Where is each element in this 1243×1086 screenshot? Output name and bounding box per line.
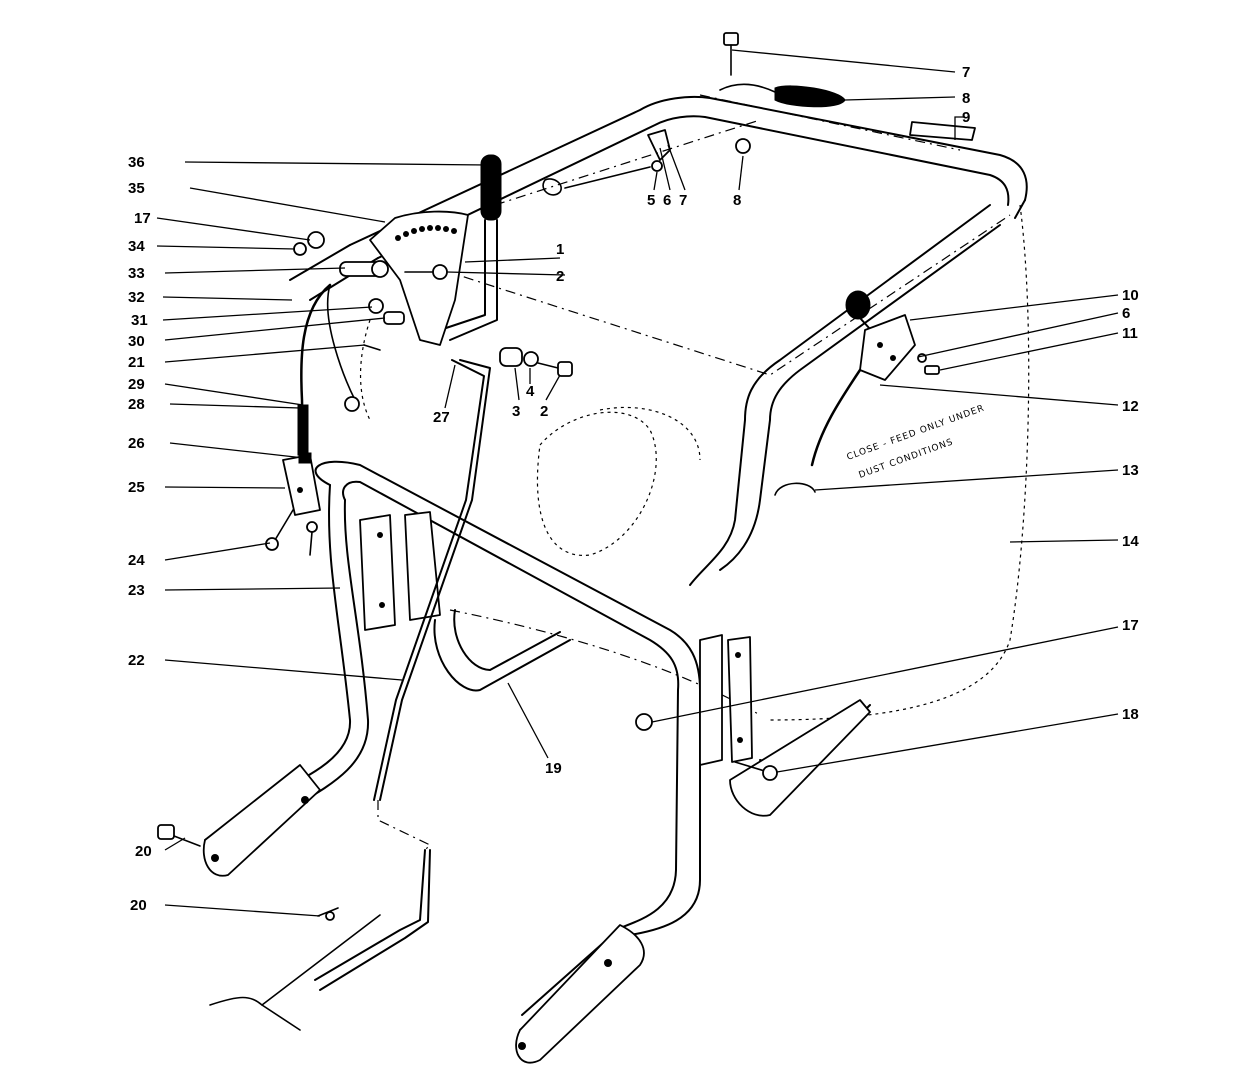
callout-33: 33 <box>128 265 145 282</box>
callout-12: 10 <box>1122 287 1139 304</box>
callout-34: 34 <box>128 238 145 255</box>
callout-8: 8 <box>733 192 741 209</box>
callout-18: 18 <box>1122 706 1139 723</box>
callout-26: 26 <box>128 435 145 452</box>
callout-32: 32 <box>128 289 145 306</box>
hardware-left <box>293 231 573 801</box>
right-lever: CLOSE - FEED ONLY UNDER DUST CONDITIONS <box>774 290 986 496</box>
callout-5: 5 <box>647 192 655 209</box>
callout-17-lower: 17 <box>1122 617 1139 634</box>
callout-16: 14 <box>1122 533 1139 550</box>
grass-bag <box>359 204 1030 721</box>
callout-22: 22 <box>128 652 145 669</box>
callout-25: 25 <box>128 479 145 496</box>
callout-28: 28 <box>128 396 145 413</box>
callout-9: 7 <box>962 64 970 81</box>
callout-29: 29 <box>128 376 145 393</box>
callout-4: 4 <box>526 383 535 400</box>
callout-13: 11 <box>1122 325 1138 342</box>
callout-36: 36 <box>128 154 145 171</box>
callout-2-lower: 2 <box>540 403 548 420</box>
callout-1: 1 <box>556 241 564 258</box>
callout-11: 9 <box>962 109 970 126</box>
callout-27: 27 <box>433 409 450 426</box>
callout-30: 30 <box>128 333 145 350</box>
callout-19: 19 <box>545 760 562 777</box>
leader-lines <box>156 49 1119 917</box>
callout-6-right: 6 <box>1122 305 1130 322</box>
lever-handle <box>439 154 502 341</box>
callout-6-upper: 6 <box>663 192 671 209</box>
callout-17-upper: 17 <box>134 210 151 227</box>
callout-35: 35 <box>128 180 145 197</box>
callout-23: 23 <box>128 582 145 599</box>
callout-15: 13 <box>1122 462 1139 479</box>
callout-21: 20 <box>135 843 152 860</box>
upper-frame <box>289 95 1028 586</box>
bottom-frame <box>433 609 871 817</box>
callout-24: 24 <box>128 552 145 569</box>
lower-detail <box>157 713 778 1031</box>
callout-14: 12 <box>1122 398 1139 415</box>
bag-support-brackets <box>359 511 753 766</box>
control-cable <box>265 283 360 556</box>
callout-2-upper: 2 <box>556 268 564 285</box>
callout-3: 3 <box>512 403 520 420</box>
callout-20-upper: 21 <box>128 354 145 371</box>
hardware-top <box>494 32 976 206</box>
callout-7: 7 <box>679 192 687 209</box>
callout-10: 8 <box>962 90 970 107</box>
handle-frame <box>202 460 701 1064</box>
callout-labels: 7 8 9 36 35 17 34 33 32 31 30 21 29 28 2… <box>128 64 1139 914</box>
callout-20-lower: 20 <box>130 897 147 914</box>
callout-31: 31 <box>131 312 148 329</box>
quadrant-plate <box>369 210 469 346</box>
